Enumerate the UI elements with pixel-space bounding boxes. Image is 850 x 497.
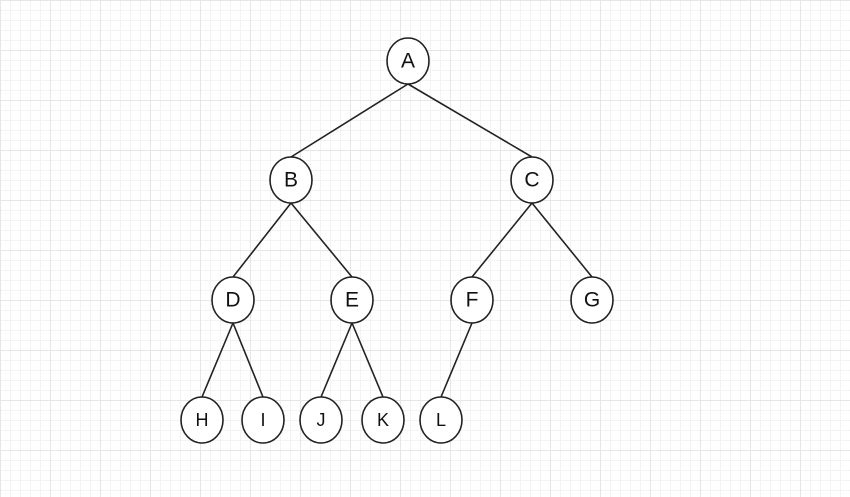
node-shape-j bbox=[299, 396, 343, 444]
node-shape-i bbox=[241, 396, 285, 444]
node-label-i: I bbox=[260, 410, 265, 430]
edge-c-f bbox=[471, 202, 533, 278]
edge-d-i bbox=[232, 322, 264, 398]
edge-f-l bbox=[440, 322, 473, 398]
tree-node-c: C bbox=[510, 156, 554, 204]
edge-b-d bbox=[232, 202, 292, 278]
node-label-h: H bbox=[196, 410, 209, 430]
node-label-k: K bbox=[377, 410, 389, 430]
tree-node-l: L bbox=[419, 396, 463, 444]
edge-b-e bbox=[290, 202, 353, 278]
node-label-f: F bbox=[466, 289, 479, 312]
edge-e-k bbox=[351, 322, 384, 398]
node-shape-a bbox=[386, 37, 430, 85]
edge-c-g bbox=[531, 202, 593, 278]
nodes-layer: A B C D E F G H I J K L bbox=[180, 37, 614, 444]
edge-a-c bbox=[407, 83, 533, 158]
node-label-e: E bbox=[345, 289, 359, 312]
node-label-c: C bbox=[524, 169, 539, 192]
node-shape-h bbox=[180, 396, 224, 444]
edge-d-h bbox=[201, 322, 234, 398]
node-label-d: D bbox=[225, 289, 240, 312]
edge-a-b bbox=[290, 83, 409, 158]
tree-node-i: I bbox=[241, 396, 285, 444]
node-shape-b bbox=[269, 156, 313, 204]
node-shape-k bbox=[361, 396, 405, 444]
edge-e-j bbox=[320, 322, 353, 398]
tree-node-j: J bbox=[299, 396, 343, 444]
tree-node-h: H bbox=[180, 396, 224, 444]
tree-node-d: D bbox=[211, 276, 255, 324]
tree-node-b: B bbox=[269, 156, 313, 204]
node-label-b: B bbox=[284, 169, 298, 192]
node-shape-l bbox=[419, 396, 463, 444]
tree-node-a: A bbox=[386, 37, 430, 85]
node-label-l: L bbox=[436, 410, 446, 430]
node-label-g: G bbox=[584, 289, 600, 312]
node-shape-f bbox=[450, 276, 494, 324]
node-shape-e bbox=[330, 276, 374, 324]
node-label-a: A bbox=[401, 50, 415, 73]
tree-node-k: K bbox=[361, 396, 405, 444]
node-shape-g bbox=[570, 276, 614, 324]
tree-node-e: E bbox=[330, 276, 374, 324]
node-shape-d bbox=[211, 276, 255, 324]
edges-layer bbox=[201, 83, 593, 398]
node-shape-c bbox=[510, 156, 554, 204]
node-label-j: J bbox=[317, 410, 326, 430]
tree-node-g: G bbox=[570, 276, 614, 324]
tree-node-f: F bbox=[450, 276, 494, 324]
